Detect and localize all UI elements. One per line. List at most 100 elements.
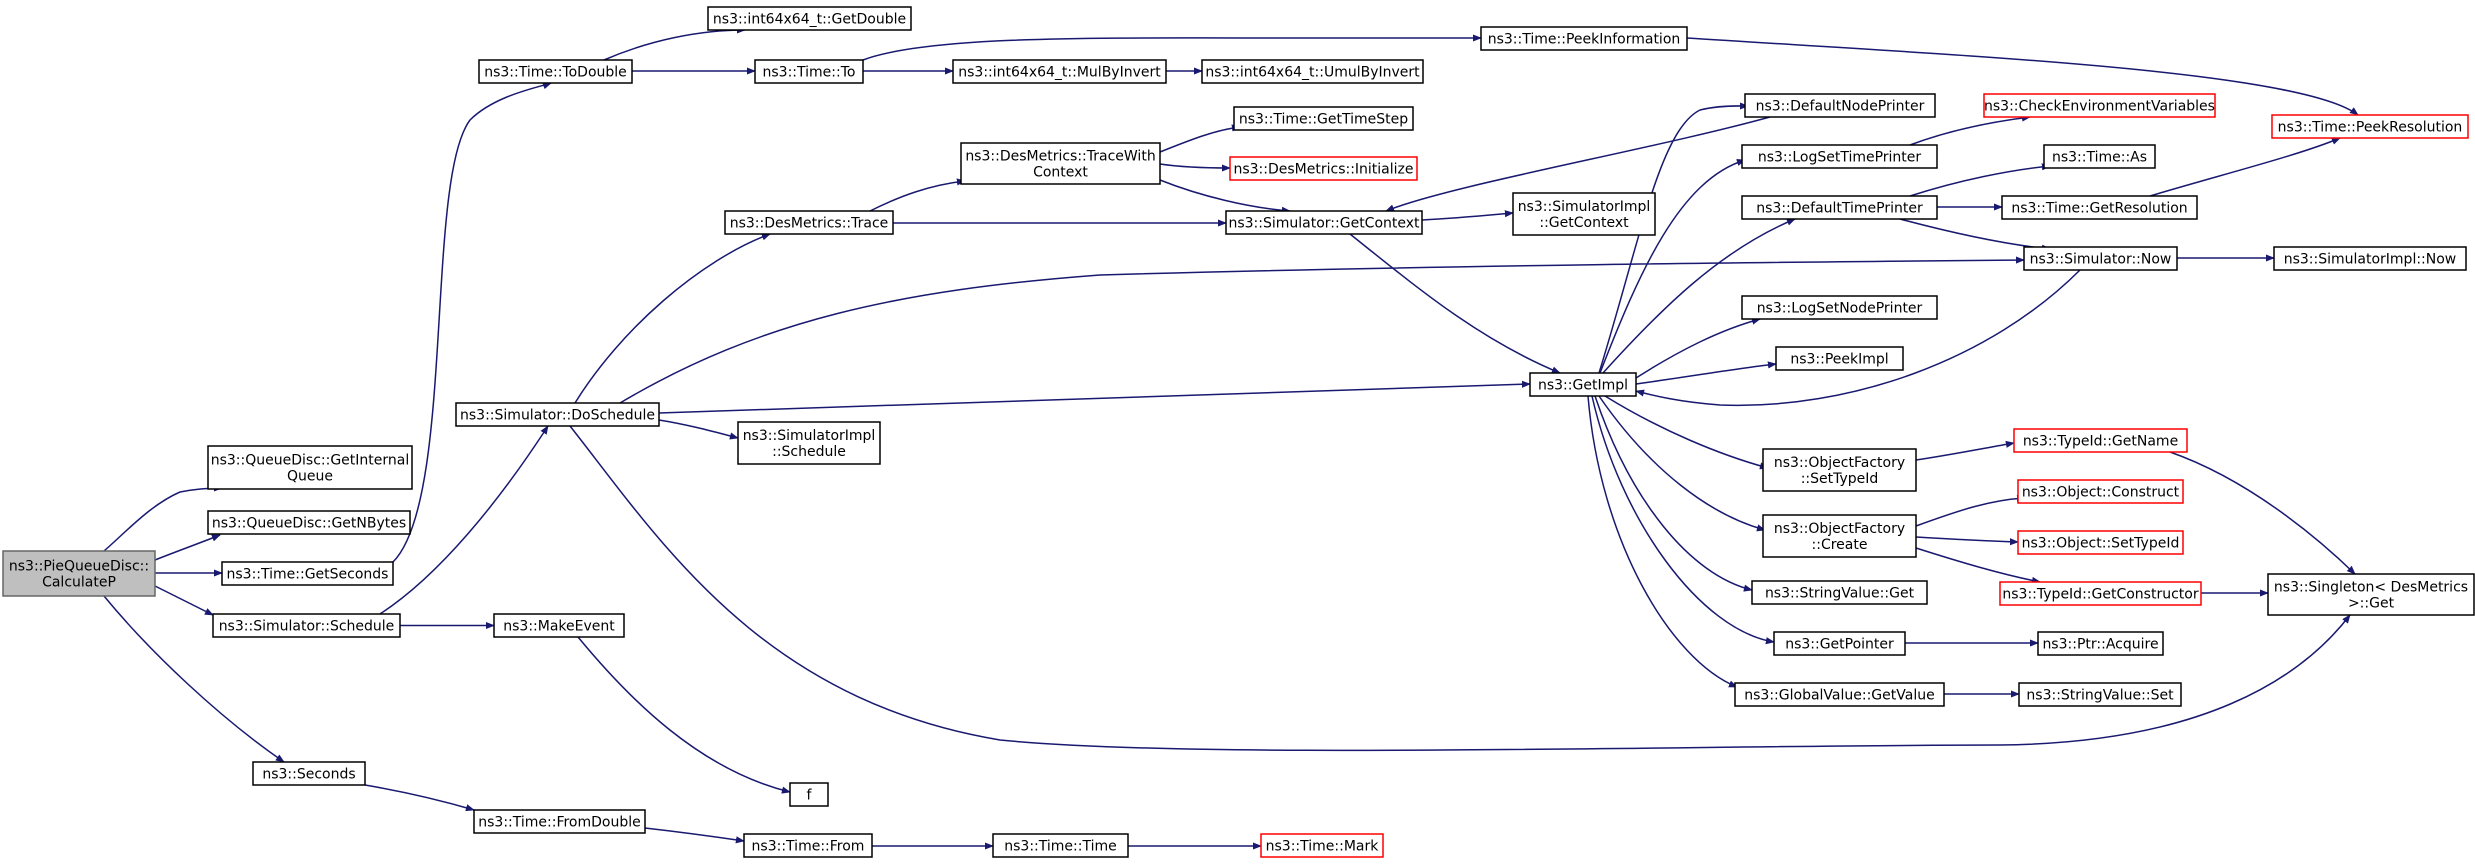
- node-logSetNodePrinter[interactable]: ns3::LogSetNodePrinter: [1741, 295, 1938, 320]
- node-defTimePrinter[interactable]: ns3::DefaultTimePrinter: [1741, 195, 1938, 220]
- edge-getImpl-to-defTimePrinter: [1602, 218, 1796, 374]
- node-logSetTimePrinter[interactable]: ns3::LogSetTimePrinter: [1741, 144, 1938, 169]
- node-box: [1741, 195, 1938, 220]
- node-schedule[interactable]: ns3::Simulator::Schedule: [212, 613, 401, 638]
- node-ofCreate[interactable]: ns3::ObjectFactory::Create: [1762, 514, 1917, 558]
- edge-ofCreate-to-objSetTypeId: [1915, 536, 2019, 546]
- node-label: ns3::ObjectFactory: [1774, 521, 1905, 537]
- node-box: [493, 613, 625, 638]
- node-box: [2023, 246, 2178, 271]
- node-mulByInvert[interactable]: ns3::int64x64_t::MulByInvert: [952, 59, 1167, 84]
- node-label: ns3::DesMetrics::Initialize: [1233, 162, 1413, 178]
- node-box: [1762, 448, 1917, 492]
- node-label: ns3::Time::Mark: [1266, 839, 1380, 855]
- node-box: [1512, 192, 1656, 236]
- node-getTimeStep[interactable]: ns3::Time::GetTimeStep: [1233, 106, 1414, 131]
- node-box: [2043, 144, 2156, 169]
- node-box: [1773, 631, 1906, 656]
- node-gvGetValue[interactable]: ns3::GlobalValue::GetValue: [1734, 682, 1945, 707]
- node-label: ns3::TypeId::GetConstructor: [2002, 587, 2198, 603]
- node-ofSetTypeId[interactable]: ns3::ObjectFactory::SetTypeId: [1762, 448, 1917, 492]
- node-label: ns3::CheckEnvironmentVariables: [1984, 99, 2215, 115]
- edge-getImpl-to-logSetNodePrinter: [1635, 317, 1761, 379]
- node-toDouble[interactable]: ns3::Time::ToDouble: [478, 59, 633, 84]
- node-box: [724, 210, 894, 235]
- node-timeMark[interactable]: ns3::Time::Mark: [1260, 833, 1384, 858]
- node-checkEnv[interactable]: ns3::CheckEnvironmentVariables: [1983, 93, 2216, 118]
- node-timeAs[interactable]: ns3::Time::As: [2043, 144, 2156, 169]
- node-label: ns3::Time::To: [763, 65, 856, 81]
- node-singletonGet[interactable]: ns3::Singleton< DesMetrics>::Get: [2267, 573, 2475, 616]
- node-label: ns3::DefaultTimePrinter: [1756, 201, 1923, 217]
- node-umulByInvert[interactable]: ns3::int64x64_t::UmulByInvert: [1201, 59, 1424, 84]
- edge-getImpl-to-defNodePrinter: [1598, 102, 1749, 374]
- node-i64GetDouble[interactable]: ns3::int64x64_t::GetDouble: [707, 6, 912, 31]
- node-doSchedule[interactable]: ns3::Simulator::DoSchedule: [455, 402, 660, 427]
- node-label: f: [807, 788, 813, 804]
- node-label: ns3::DesMetrics::Trace: [730, 216, 889, 232]
- node-objSetTypeId[interactable]: ns3::Object::SetTypeId: [2017, 530, 2184, 555]
- node-box: [737, 421, 881, 465]
- node-getSeconds[interactable]: ns3::Time::GetSeconds: [221, 561, 394, 586]
- node-box: [743, 833, 873, 858]
- node-simNow[interactable]: ns3::Simulator::Now: [2023, 246, 2178, 271]
- node-peekResolution[interactable]: ns3::Time::PeekResolution: [2271, 114, 2469, 139]
- node-getPointer[interactable]: ns3::GetPointer: [1773, 631, 1906, 656]
- node-desInit[interactable]: ns3::DesMetrics::Initialize: [1229, 156, 1418, 181]
- node-peekInfo[interactable]: ns3::Time::PeekInformation: [1480, 26, 1688, 51]
- node-calcP[interactable]: ns3::PieQueueDisc::CalculateP: [2, 550, 156, 597]
- node-label: ns3::StringValue::Get: [1765, 586, 1915, 602]
- edge-getImpl-to-ofCreate: [1598, 395, 1766, 532]
- node-box: [1201, 59, 1424, 84]
- node-defNodePrinter[interactable]: ns3::DefaultNodePrinter: [1744, 93, 1936, 118]
- node-desTrace[interactable]: ns3::DesMetrics::Trace: [724, 210, 894, 235]
- node-simImplSchedule[interactable]: ns3::SimulatorImpl::Schedule: [737, 421, 881, 465]
- node-timeTo[interactable]: ns3::Time::To: [754, 59, 864, 84]
- node-box: [1734, 682, 1945, 707]
- node-simImplGetContext[interactable]: ns3::SimulatorImpl::GetContext: [1512, 192, 1656, 236]
- node-simImplNow[interactable]: ns3::SimulatorImpl::Now: [2273, 246, 2467, 271]
- node-seconds[interactable]: ns3::Seconds: [252, 761, 366, 786]
- node-objConstruct[interactable]: ns3::Object::Construct: [2017, 479, 2184, 504]
- node-label: ns3::TypeId::GetName: [2023, 434, 2178, 450]
- node-stringValueSet[interactable]: ns3::StringValue::Set: [2018, 682, 2182, 707]
- node-box: [952, 59, 1167, 84]
- node-getImpl[interactable]: ns3::GetImpl: [1529, 372, 1637, 397]
- node-label: ns3::Singleton< DesMetrics: [2274, 580, 2468, 596]
- edge-toDouble-to-i64GetDouble: [603, 26, 746, 61]
- node-label: CalculateP: [42, 575, 116, 591]
- node-getContext[interactable]: ns3::Simulator::GetContext: [1225, 210, 1423, 235]
- node-box: [2271, 114, 2469, 139]
- node-peekImpl[interactable]: ns3::PeekImpl: [1775, 346, 1904, 371]
- edge-getImpl-to-logSetTimePrinter: [1599, 158, 1746, 374]
- edge-getImpl-to-peekImpl: [1635, 361, 1777, 385]
- node-box: [1999, 581, 2202, 606]
- node-label: ns3::SimulatorImpl: [743, 428, 876, 444]
- node-label: ns3::GlobalValue::GetValue: [1744, 688, 1934, 704]
- node-label: ns3::QueueDisc::GetInternal: [211, 453, 410, 469]
- node-typeIdGetName[interactable]: ns3::TypeId::GetName: [2013, 428, 2188, 453]
- node-box: [1741, 295, 1938, 320]
- node-timeTime[interactable]: ns3::Time::Time: [992, 833, 1129, 858]
- node-stringValueGet[interactable]: ns3::StringValue::Get: [1751, 580, 1928, 605]
- node-label: ns3::PeekImpl: [1790, 352, 1888, 368]
- node-label: ns3::Time::GetResolution: [2011, 201, 2187, 217]
- node-box: [2018, 682, 2182, 707]
- node-getNBytes[interactable]: ns3::QueueDisc::GetNBytes: [207, 510, 411, 535]
- node-typeIdGetCtor[interactable]: ns3::TypeId::GetConstructor: [1999, 581, 2202, 606]
- node-fromDouble[interactable]: ns3::Time::FromDouble: [473, 809, 646, 834]
- node-f[interactable]: f: [789, 782, 829, 807]
- edge-peekInfo-to-peekResolution: [1686, 37, 2359, 116]
- node-box: [2, 550, 156, 597]
- node-box: [1225, 210, 1423, 235]
- node-label: ns3::ObjectFactory: [1774, 455, 1905, 471]
- node-timeFrom[interactable]: ns3::Time::From: [743, 833, 873, 858]
- node-ptrAcquire[interactable]: ns3::Ptr::Acquire: [2037, 631, 2164, 656]
- node-getResolution[interactable]: ns3::Time::GetResolution: [2001, 195, 2198, 220]
- node-label: ns3::Seconds: [262, 767, 355, 783]
- node-makeEvent[interactable]: ns3::MakeEvent: [493, 613, 625, 638]
- node-label: ns3::DesMetrics::TraceWith: [965, 149, 1155, 165]
- edge-logSetTimePrinter-to-checkEnv: [1909, 114, 2031, 146]
